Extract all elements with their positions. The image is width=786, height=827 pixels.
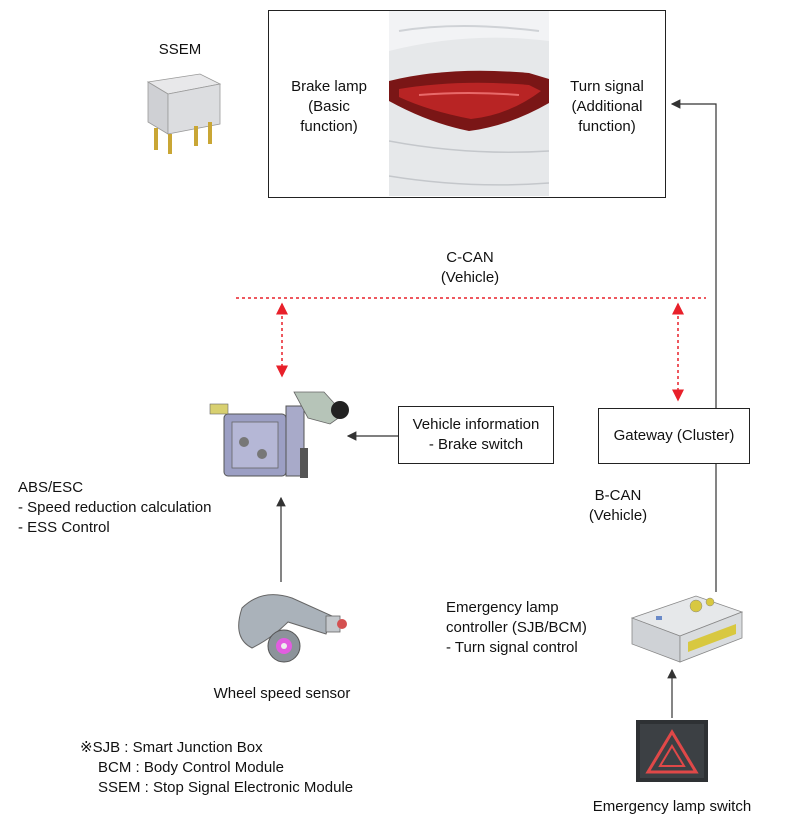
vehicle-info-box: Vehicle information - Brake switch xyxy=(398,406,554,464)
c-can-subtitle: (Vehicle) xyxy=(440,269,500,286)
abbreviation-notes: ※SJB : Smart Junction Box BCM : Body Con… xyxy=(80,738,440,798)
emergency-controller-label: Emergency lamp controller (SJB/BCM) - Tu… xyxy=(446,598,636,658)
b-can-subtitle: (Vehicle) xyxy=(588,507,648,524)
gateway-label: Gateway (Cluster) xyxy=(613,427,735,444)
vehicle-info-item: - Brake switch xyxy=(428,436,524,453)
brake-lamp-line-1: Brake lamp xyxy=(291,78,367,95)
b-can-label: B-CAN (Vehicle) xyxy=(568,486,668,526)
wheel-speed-sensor-label: Wheel speed sensor xyxy=(213,685,351,702)
abs-esc-unit-image xyxy=(209,391,349,478)
brake-lamp-line-3: function) xyxy=(300,118,358,135)
vehicle-info-title: Vehicle information xyxy=(412,416,540,433)
abs-esc-item-1: - Speed reduction calculation xyxy=(18,499,212,516)
c-can-label: C-CAN (Vehicle) xyxy=(410,248,530,288)
emergency-lamp-switch-label: Emergency lamp switch xyxy=(592,798,752,815)
note-sjb: ※SJB : Smart Junction Box xyxy=(80,739,263,756)
note-bcm: BCM : Body Control Module xyxy=(98,759,284,776)
emergency-controller-line-1: Emergency lamp xyxy=(446,599,559,616)
emergency-lamp-switch-image xyxy=(636,720,708,782)
note-ssem: SSEM : Stop Signal Electronic Module xyxy=(98,779,354,796)
emergency-controller-line-3: - Turn signal control xyxy=(446,639,578,656)
brake-lamp-label: Brake lamp (Basic function) xyxy=(273,77,385,137)
turn-signal-line-1: Turn signal xyxy=(570,78,644,95)
turn-signal-label: Turn signal (Additional function) xyxy=(551,77,663,137)
ssem-label: SSEM xyxy=(158,41,202,58)
wheel-speed-sensor-image xyxy=(238,594,347,663)
turn-signal-line-2: (Additional xyxy=(571,98,643,115)
emergency-controller-line-2: controller (SJB/BCM) xyxy=(446,619,587,636)
brake-lamp-line-2: (Basic xyxy=(308,98,350,115)
lamp-function-box: Brake lamp (Basic function) Turn signal … xyxy=(268,10,666,198)
c-can-title: C-CAN xyxy=(446,249,494,266)
abs-esc-title: ABS/ESC xyxy=(18,479,84,496)
abs-esc-label: ABS/ESC - Speed reduction calculation - … xyxy=(18,478,278,538)
tail-lamp-image xyxy=(389,11,549,196)
gateway-box: Gateway (Cluster) xyxy=(598,408,750,464)
ssem-module-image xyxy=(146,73,222,154)
b-can-title: B-CAN xyxy=(594,487,642,504)
turn-signal-line-3: function) xyxy=(578,118,636,135)
emergency-controller-image xyxy=(630,595,744,663)
abs-esc-item-2: - ESS Control xyxy=(18,519,110,536)
